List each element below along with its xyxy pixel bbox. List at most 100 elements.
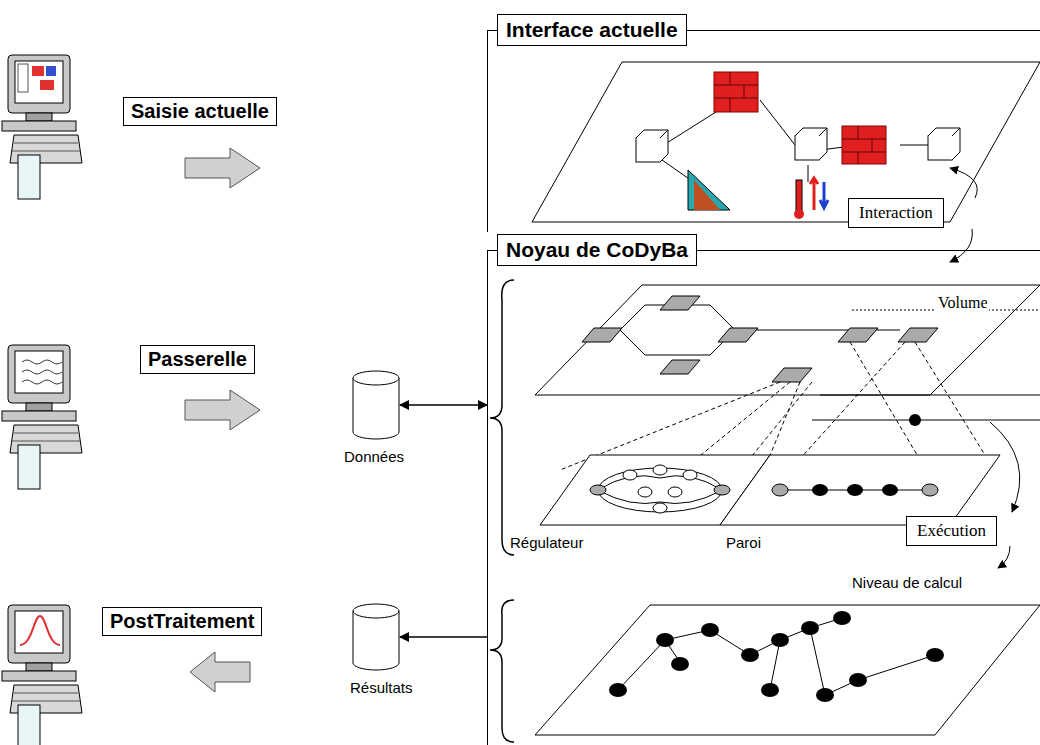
illustration-part [590, 485, 606, 495]
illustration-part [812, 420, 1040, 421]
store-label: Résultats [350, 679, 413, 696]
tag-text: Interaction [859, 203, 933, 223]
illustration-part [900, 145, 928, 146]
illustration-part [795, 128, 827, 160]
illustration-part [718, 328, 758, 342]
illustration-part [790, 342, 905, 470]
illustration-part [683, 470, 697, 480]
illustration-part [772, 484, 788, 496]
illustration-part [801, 621, 819, 635]
illustration-part [849, 673, 867, 687]
illustration-part [636, 130, 668, 162]
illustration-part [2, 605, 82, 745]
illustration-part [2, 55, 82, 199]
data-arrow [400, 404, 487, 406]
illustration-part [760, 100, 795, 145]
illustration-part [882, 484, 898, 496]
cylinder-shape [352, 370, 400, 440]
illustration-part [40, 80, 54, 90]
illustration-part [926, 648, 944, 662]
illustration-part [909, 414, 921, 426]
illustration-part [636, 128, 960, 162]
illustration-part [582, 328, 622, 342]
panel-heading-box: Noyau de CoDyBa [497, 234, 697, 266]
panel-heading: Noyau de CoDyBa [506, 238, 688, 262]
illustration-part [928, 128, 960, 160]
illustration-part [490, 600, 514, 742]
cylinder-top [353, 604, 399, 618]
illustration-part [46, 66, 56, 76]
part-label: Volume [936, 294, 989, 312]
illustration-part [701, 623, 719, 637]
box-title: Saisie actuelle [131, 100, 269, 123]
illustration-part [720, 455, 1000, 525]
title-box: Saisie actuelle [123, 97, 277, 126]
illustration-part [618, 628, 935, 695]
illustration-part [998, 546, 1010, 568]
cylinder-top [353, 371, 399, 385]
cylinder-body [353, 378, 399, 439]
illustration-part [833, 611, 851, 625]
illustration-part [838, 328, 878, 342]
illustration-part [668, 487, 682, 497]
illustration-part [656, 633, 674, 647]
panel-frame: Interface actuelle [487, 30, 1040, 232]
illustration-part [812, 484, 828, 496]
illustration-part [598, 476, 722, 504]
illustration-part [741, 648, 759, 662]
illustration-part [771, 633, 789, 647]
illustration-part [638, 487, 652, 497]
illustration-part [950, 168, 977, 198]
illustration-part [794, 209, 804, 219]
illustration-part [535, 605, 1040, 735]
illustration-part [671, 657, 689, 671]
illustration-part [796, 180, 802, 212]
illustration-part [190, 652, 250, 692]
database-cylinder: Données [352, 370, 400, 440]
illustration-part [694, 180, 720, 210]
cylinder-body [353, 611, 399, 670]
illustration-part [20, 616, 60, 645]
illustration-part [820, 395, 1040, 396]
illustration-part [770, 640, 780, 690]
illustration-part [609, 683, 627, 697]
tag-box: Exécution [906, 516, 997, 546]
tag-box: Interaction [848, 198, 944, 228]
data-arrow [400, 636, 487, 638]
illustration-part [714, 485, 730, 495]
panel-frame: Noyau de CoDyBaExécution [487, 250, 1040, 745]
illustration-part [535, 285, 1040, 395]
illustration-part [772, 368, 812, 382]
illustration-part [22, 360, 62, 384]
illustration-part [185, 390, 260, 430]
illustration-part [688, 72, 886, 219]
store-label: Données [344, 448, 404, 465]
illustration-part [32, 66, 44, 76]
illustration-part [761, 683, 779, 697]
illustration-part [842, 126, 886, 164]
title-box: Passerelle [140, 345, 255, 374]
illustration-part [2, 345, 82, 489]
illustration-part [623, 465, 697, 513]
cylinder-shape [352, 603, 400, 671]
illustration-part [598, 468, 935, 512]
tag-text: Exécution [917, 521, 986, 541]
illustration-part [842, 126, 886, 164]
illustration-part [662, 100, 928, 190]
illustration-part [623, 470, 637, 480]
part-label: Niveau de calcul [850, 574, 964, 591]
illustration-part [660, 296, 700, 310]
illustration-part [922, 484, 938, 496]
illustration-part [808, 165, 809, 182]
database-cylinder: Résultats [352, 603, 400, 671]
illustration-part [950, 229, 972, 262]
illustration-part [490, 280, 514, 555]
box-title: PostTraitement [110, 610, 254, 633]
illustration-part [714, 72, 758, 112]
illustration-part [653, 503, 667, 513]
illustration-part [532, 62, 1040, 222]
illustration-part [820, 182, 828, 208]
illustration-part [653, 465, 667, 475]
panel-heading-box: Interface actuelle [497, 14, 687, 46]
